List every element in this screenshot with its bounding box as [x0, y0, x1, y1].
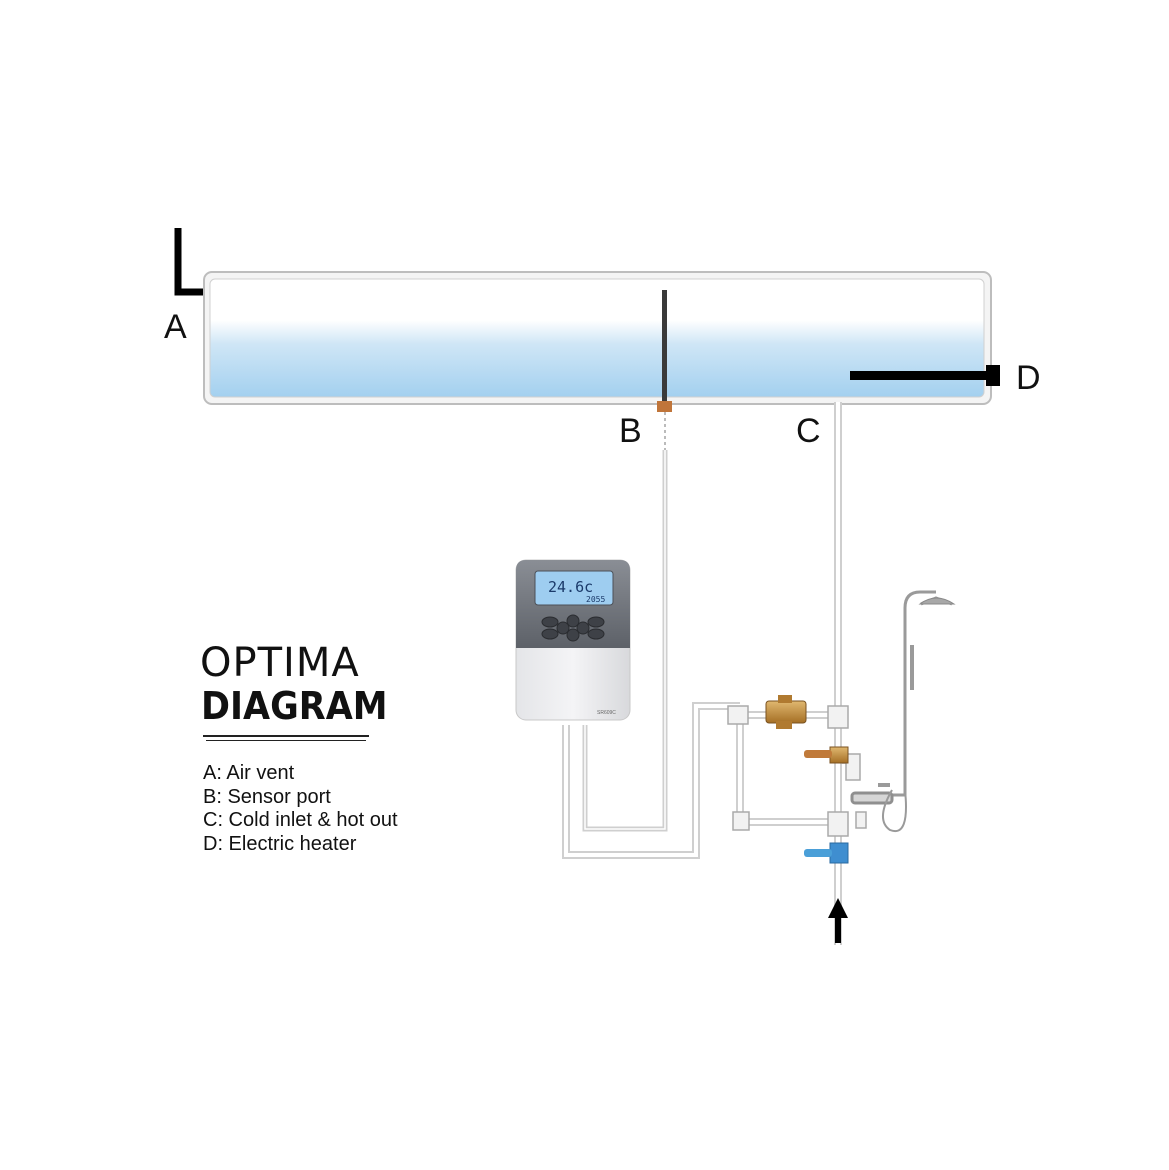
cold-inlet-arrow: [828, 898, 848, 943]
label-d-electric-heater: D: [1016, 359, 1041, 397]
diagram-title-line2: DIAGRAM: [201, 684, 388, 728]
electric-heater: [850, 365, 1000, 386]
title-underline-thin: [206, 740, 366, 741]
air-vent-pipe: [174, 228, 208, 296]
temperature-sensor-probe: [662, 290, 667, 402]
label-a-air-vent: A: [164, 308, 187, 346]
legend-item-a: A: Air vent: [203, 762, 295, 784]
controller-display: [534, 570, 614, 606]
title-underline: [203, 735, 369, 737]
storage-tank: [203, 271, 992, 405]
controller-display-sub: 2055: [586, 595, 605, 604]
legend: A: Air vent B: Sensor port C: Cold inlet…: [203, 762, 398, 856]
sensor-port-fitting: [657, 401, 672, 412]
legend-item-c: C: Cold inlet & hot out: [203, 809, 398, 831]
legend-item-b: B: Sensor port: [203, 785, 331, 808]
solar-controller: 24.6c 2055 SR609C: [515, 559, 631, 721]
pipe-fittings: [727, 705, 867, 837]
controller-keypad: [541, 614, 605, 642]
controller-display-main: 24.6c: [548, 578, 593, 596]
controller-model: SR609C: [597, 710, 616, 716]
label-c-cold-inlet-hot-out: C: [796, 412, 821, 450]
diagram-title-line1: OPTIMA: [200, 640, 360, 686]
thermostatic-mixing-valve: [765, 695, 807, 729]
hot-outlet-valve: [804, 746, 849, 764]
label-b-sensor-port: B: [619, 412, 642, 450]
shower-set: [850, 590, 953, 833]
shower-head-icon: [918, 597, 956, 605]
cold-inlet-valve: [804, 842, 849, 864]
legend-item-d: D: Electric heater: [203, 832, 357, 855]
